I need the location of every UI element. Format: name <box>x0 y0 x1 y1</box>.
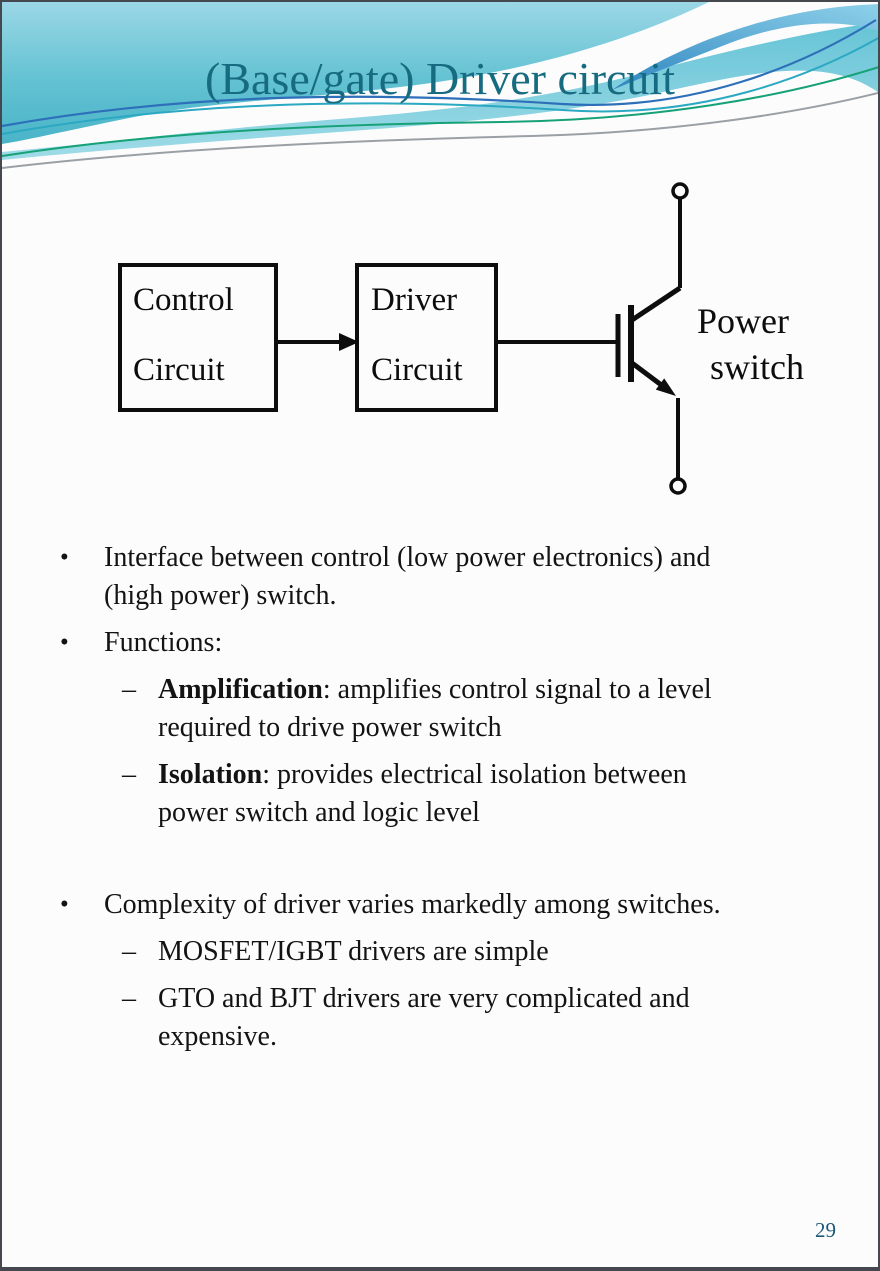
page-title: (Base/gate) Driver circuit <box>205 53 675 104</box>
driver-box-line1: Driver <box>371 282 457 318</box>
bullet-list: • Interface between control (low power el… <box>2 539 838 1065</box>
sub-bullet-item: –Amplification: amplifies control signal… <box>2 671 838 747</box>
bullet-marker: – <box>122 674 136 705</box>
collector-terminal <box>671 182 689 200</box>
bullet-text: Interface between control (low power ele… <box>104 542 711 611</box>
wave-blue-ribbon <box>612 4 878 90</box>
bullet-text: Amplification: amplifies control signal … <box>158 674 712 743</box>
bullet-marker: – <box>122 759 136 790</box>
bullet-text: Isolation: provides electrical isolation… <box>158 759 687 828</box>
collector-diagonal <box>630 285 682 323</box>
control-box-line2: Circuit <box>133 352 225 388</box>
accent-curve-blue <box>2 19 877 128</box>
accent-curve-green <box>2 66 878 157</box>
bullet-marker: • <box>60 891 69 918</box>
bullet-term: Isolation <box>158 759 263 790</box>
wave-teal-mass <box>2 2 709 144</box>
driver-circuit-diagram: Control Circuit Driver Circuit Power swi… <box>118 182 804 495</box>
accent-curve-gray <box>2 91 878 169</box>
wave-teal-band <box>2 22 878 160</box>
control-box-line1: Control <box>133 282 234 318</box>
control-circuit-box <box>118 263 278 412</box>
header-wave-graphic <box>2 2 878 169</box>
driver-circuit-box <box>355 263 498 412</box>
control-to-driver-arrow-head <box>339 333 359 351</box>
page-number: 29 <box>815 1218 836 1242</box>
bullet-text: Complexity of driver varies markedly amo… <box>104 889 721 920</box>
accent-curve-teal <box>2 37 878 135</box>
bullet-term: Amplification <box>158 674 323 705</box>
sub-bullet-item: –GTO and BJT drivers are very complicate… <box>2 980 838 1056</box>
power-switch-label-line1: Power <box>697 301 789 341</box>
bullet-marker: – <box>122 983 136 1014</box>
power-switch-label-line2: switch <box>710 347 804 387</box>
driver-box-line2: Circuit <box>371 352 463 388</box>
bullet-text: Functions: <box>104 627 223 658</box>
bullet-marker: – <box>122 936 136 967</box>
bullet-item: • Complexity of driver varies markedly am… <box>2 886 838 924</box>
bullet-text: GTO and BJT drivers are very complicated… <box>158 983 690 1052</box>
emitter-terminal <box>669 477 687 495</box>
sub-bullet-item: –Isolation: provides electrical isolatio… <box>2 756 838 832</box>
igbt-symbol <box>496 182 689 495</box>
bullet-item: • Interface between control (low power el… <box>2 539 838 615</box>
bullet-marker: • <box>60 629 69 656</box>
bullet-text: MOSFET/IGBT drivers are simple <box>158 936 549 967</box>
bullet-marker: • <box>60 544 69 571</box>
bullet-item: • Functions: <box>2 624 838 662</box>
emitter-arrow-head <box>655 378 676 396</box>
sub-bullet-item: –MOSFET/IGBT drivers are simple <box>2 933 838 971</box>
